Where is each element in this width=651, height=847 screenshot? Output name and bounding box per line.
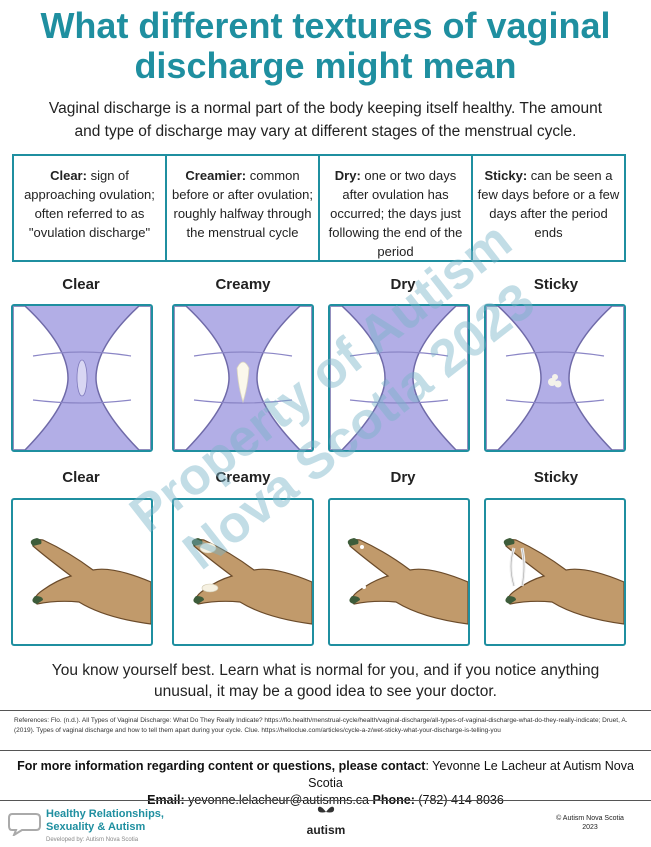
hand-image-clear [11,498,153,646]
underwear-label-dry: Dry [390,276,416,293]
divider [0,750,651,751]
underwear-image-dry [328,304,470,452]
hand-label-dry: Dry [390,469,416,486]
speech-bubble-logo-icon [8,813,41,836]
texture-table: Clear: sign of approaching ovulation; of… [12,154,626,262]
butterfly-icon [317,806,335,813]
table-cell-creamier: Creamier: common before or after ovulati… [167,156,320,260]
underwear-image-creamy [172,304,314,452]
underwear-label-clear: Clear [62,276,100,293]
hand-image-dry [328,498,470,646]
program-logo: Healthy Relationships, Sexuality & Autis… [46,808,164,843]
contact-info: For more information regarding content o… [17,759,634,807]
divider [0,800,651,801]
underwear-image-sticky [484,304,626,452]
divider [0,710,651,711]
hand-image-creamy [172,498,314,646]
table-cell-sticky: Sticky: can be seen a few days before or… [477,168,620,240]
hand-label-clear: Clear [62,469,100,486]
underwear-image-clear [11,304,153,452]
hand-label-sticky: Sticky [533,469,579,486]
hand-image-sticky [484,498,626,646]
underwear-label-sticky: Sticky [533,276,579,293]
closing-text: You know yourself best. Learn what is no… [51,662,600,700]
underwear-label-creamy: Creamy [215,276,271,293]
hand-label-creamy: Creamy [215,469,271,486]
intro-text: Vaginal discharge is a normal part of th… [48,100,603,140]
references: References: Flo. (n.d.). All Types of Va… [14,717,628,734]
autism-ns-logo: autism [296,804,356,837]
table-cell-dry: Dry: one or two days after ovulation has… [320,156,473,260]
page-title: What different textures of vaginal disch… [40,5,611,86]
table-cell-clear: Clear: sign of approaching ovulation; of… [14,156,167,260]
copyright: © Autism Nova Scotia 2023 [556,815,624,831]
